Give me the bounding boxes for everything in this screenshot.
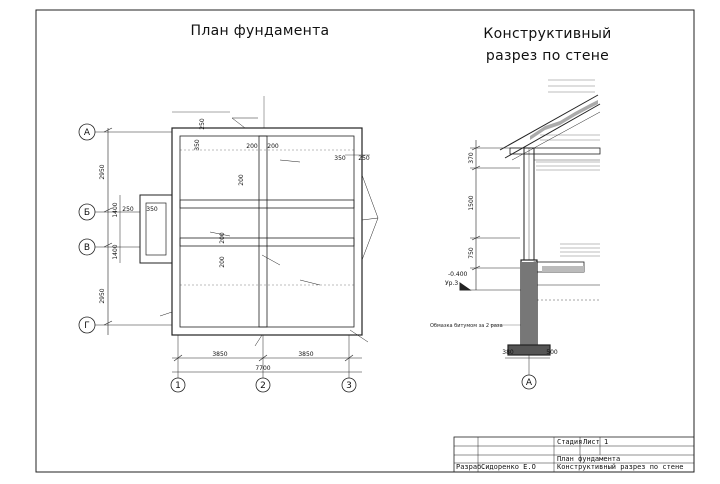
dim-row-2: 1400 [112,202,119,217]
stamp-developer-name: Сидоренко Е.О [481,463,536,471]
dim-col-2: 3850 [298,351,313,358]
dim-inner-5: 350 [334,155,346,162]
plan-axis-bubbles: А Б В Г 1 2 3 [78,123,357,393]
dim-inner-1: 250 [199,118,206,130]
section-title-line1: Конструктивный [483,26,612,42]
foundation-plan [95,96,379,378]
section-title: Конструктивный разрез по стене [460,23,635,67]
axis-col-1: 1 [175,381,181,391]
dim-inner-6: 250 [358,155,370,162]
stamp-doc-line1: План фундамента [557,455,620,463]
dim-row-3: 1400 [112,244,119,259]
section-title-line2: разрез по стене [485,48,610,64]
waterproof-note: Обмазка битумом за 2 раза [430,323,503,329]
section-height-2: 1500 [468,195,475,210]
axis-row-v: В [84,243,90,253]
axis-col-2: 2 [260,381,266,391]
plan-title: План фундамента [190,23,330,39]
dim-row-4: 2950 [99,288,106,303]
axis-row-a: А [84,128,91,138]
dim-row-1: 2950 [99,164,106,179]
dim-inner-2: 350 [194,139,201,151]
section-axis: А [526,378,533,388]
plan-dimensions: 2950 1400 1400 2950 3850 3850 7700 250 3… [99,118,370,372]
section-height-1: 370 [468,152,475,164]
bottom-dim-2: 500 [546,349,558,356]
section-axis-bubble [521,374,537,390]
stamp-doc-line2: Конструктивный разрез по стене [557,463,683,471]
dim-total: 7700 [255,365,270,372]
section-height-3: 750 [468,247,475,259]
dim-inner-9: 200 [219,232,226,244]
sheet-frame [35,9,695,473]
dim-inner-11: 200 [238,174,245,186]
stamp-sheet: Лист [583,438,600,446]
bottom-dim-1: 380 [502,349,514,356]
title-block [453,436,695,473]
level-note: Ур.3 [445,280,458,287]
level-mark: -0.400 [448,271,468,278]
stamp-stage: Стадия [557,438,582,446]
axis-row-b: Б [84,208,90,218]
dim-inner-8: 350 [146,206,158,213]
dim-inner-4: 200 [267,143,279,150]
title-block-text: Стадия Лист 1 Разраб. Сидоренко Е.О План… [456,438,683,471]
dim-inner-3: 200 [246,143,258,150]
dim-col-1: 3850 [212,351,227,358]
axis-col-3: 3 [346,381,352,391]
section-labels: 370 1500 750 -0.400 Ур.3 Обмазка битумом… [430,152,558,390]
stamp-stage-value: 1 [604,438,608,446]
dim-inner-10: 200 [219,256,226,268]
stamp-developer-label: Разраб. [456,463,486,471]
wall-section [459,79,601,375]
dim-inner-7: 250 [122,206,134,213]
axis-row-g: Г [84,321,90,331]
